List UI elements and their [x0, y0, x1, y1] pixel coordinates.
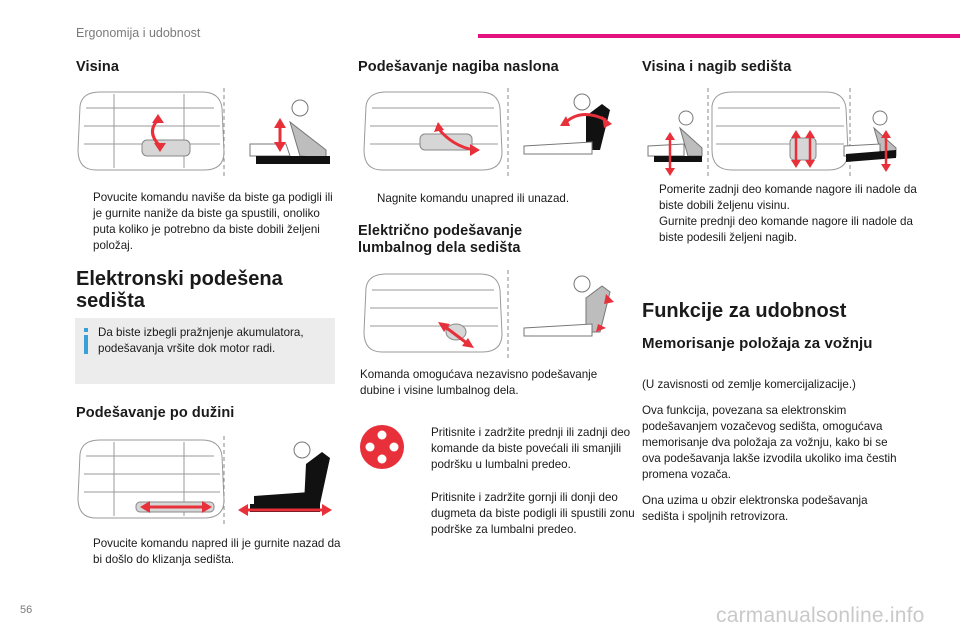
heading-visina-nagib: Visina i nagib sedišta: [642, 59, 792, 75]
info-icon: [84, 328, 88, 354]
figure-backrest-tilt: [363, 88, 612, 176]
memorisanje-para-1: Ova funkcija, povezana sa elektronskim p…: [642, 404, 897, 481]
nagib-bullet: Nagnite komandu unapred ili unazad.: [377, 192, 570, 205]
page-number: 56: [20, 604, 33, 616]
duzina-bullet: Povucite komandu napred ili je gurnite n…: [93, 537, 341, 566]
header-accent-bar: [478, 34, 960, 38]
section-title: Ergonomija i udobnost: [76, 26, 201, 40]
lumbal-bullet-1: Pritisnite i zadržite prednji ili zadnji…: [431, 426, 631, 471]
heading-visina: Visina: [76, 59, 120, 75]
vn-bullet-1: Pomerite zadnji deo komande nagore ili n…: [659, 183, 917, 212]
visina-bullet: Povucite komandu naviše da biste ga podi…: [93, 191, 333, 252]
info-box: Da biste izbegli pražnjenje akumulatora,…: [75, 318, 335, 384]
availability-note: (U zavisnosti od zemlje komercijalizacij…: [642, 378, 856, 391]
heading-duzina: Podešavanje po dužini: [76, 405, 235, 421]
info-text: Da biste izbegli pražnjenje akumulatora,…: [98, 326, 304, 355]
lumbar-control-icon: [360, 425, 404, 469]
heading-memorisanje: Memorisanje položaja za vožnju: [642, 335, 873, 352]
figure-lumbar: [363, 270, 614, 358]
figure-seat-height: [77, 88, 330, 176]
watermark: carmanualsonline.info: [716, 604, 925, 627]
heading-nagib: Podešavanje nagiba naslona: [358, 59, 559, 75]
figure-seat-height-tilt: [647, 88, 897, 176]
figure-seat-length: [77, 436, 332, 524]
memorisanje-para-2: Ona uzima u obzir elektronska podešavanj…: [642, 494, 868, 523]
vn-bullet-2: Gurnite prednji deo komande nagore ili n…: [659, 215, 913, 244]
lumbal-text: Komanda omogućava nezavisno podešavanje …: [360, 368, 598, 397]
heading-funkcije: Funkcije za udobnost: [642, 300, 847, 322]
lumbal-bullet-2: Pritisnite i zadržite gornji ili donji d…: [431, 491, 635, 536]
